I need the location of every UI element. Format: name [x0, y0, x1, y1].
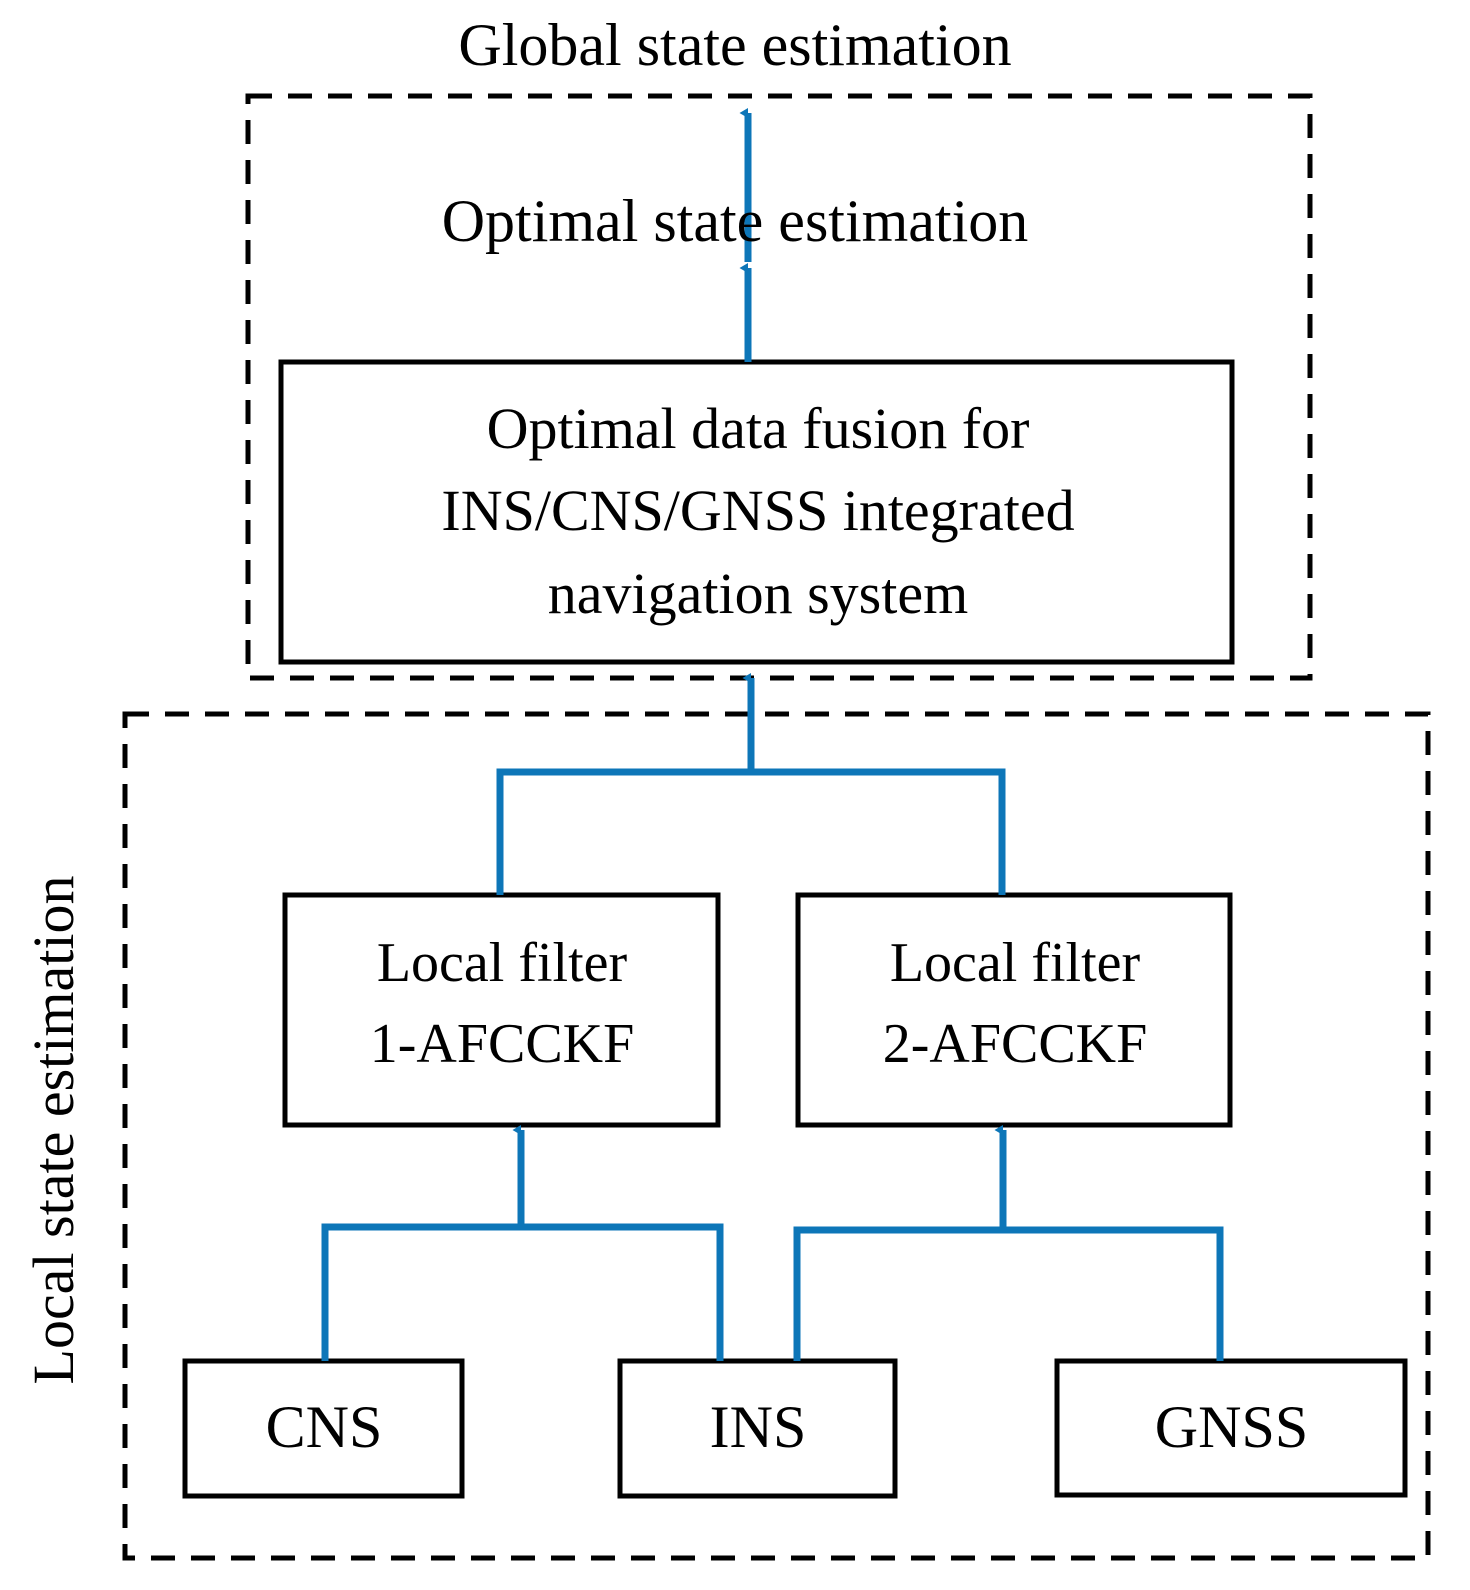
ins-label: INS	[709, 1394, 807, 1460]
gnss-label: GNSS	[1154, 1394, 1309, 1460]
fusion-block-label: Optimal data fusion for INS/CNS/GNSS int…	[441, 396, 1075, 626]
local-filter-2-label: Local filter 2-AFCCKF	[882, 932, 1148, 1076]
global-state-estimation-title: Global state estimation	[458, 12, 1012, 78]
local-filter-1-label: Local filter 1-AFCCKF	[369, 932, 635, 1076]
local-state-estimation-caption: Local state estimation	[21, 875, 86, 1385]
tree-filters-to-fusion	[496, 673, 1006, 895]
tree-sensors-to-filter-2	[793, 1125, 1224, 1361]
tree-sensors-to-filter-1	[321, 1125, 724, 1361]
optimal-state-estimation-label: Optimal state estimation	[441, 188, 1029, 254]
cns-label: CNS	[265, 1394, 383, 1460]
